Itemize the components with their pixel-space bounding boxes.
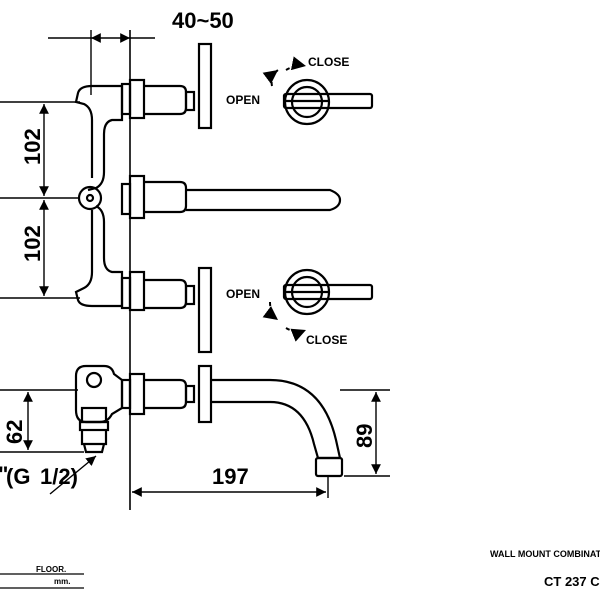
thread-spec: (G [6,464,30,489]
dim-spacing-lower: 102 [20,225,45,262]
label-open-top: OPEN [226,93,260,107]
handle-top [282,78,374,126]
rotation-arrow-bottom-open [262,301,279,321]
title-model: CT 237 C [544,574,600,589]
spout-outlet [120,174,342,220]
label-open-bottom: OPEN [226,287,260,301]
top-valve [120,42,213,130]
front-dimensions [0,33,155,299]
bottom-valve [120,266,213,354]
label-close-top: CLOSE [308,55,349,69]
label-unit: mm. [54,577,70,586]
thread-mark: " [0,462,8,487]
rotation-arrow-top-close [285,56,307,71]
handle-bottom [282,268,374,316]
rotation-arrow-top-open [262,69,279,87]
dim-spout-reach: 197 [212,464,249,489]
side-view [74,364,344,478]
label-close-bottom: CLOSE [306,333,347,347]
curved-spout [211,378,342,460]
thread-fraction: 1/2) [40,464,78,489]
dim-wall-depth: 40~50 [172,8,234,33]
rotation-arrow-bottom-close [285,327,307,342]
dim-inlet-height: 62 [2,420,27,444]
dim-spout-height: 89 [352,424,377,448]
side-dimensions [0,389,390,498]
label-floor: FLOOR. [36,565,66,574]
dim-spacing-upper: 102 [20,128,45,165]
mounting-body [74,84,124,308]
front-view [74,30,374,510]
title-description: WALL MOUNT COMBINAT [490,549,600,559]
title-block [0,573,84,589]
